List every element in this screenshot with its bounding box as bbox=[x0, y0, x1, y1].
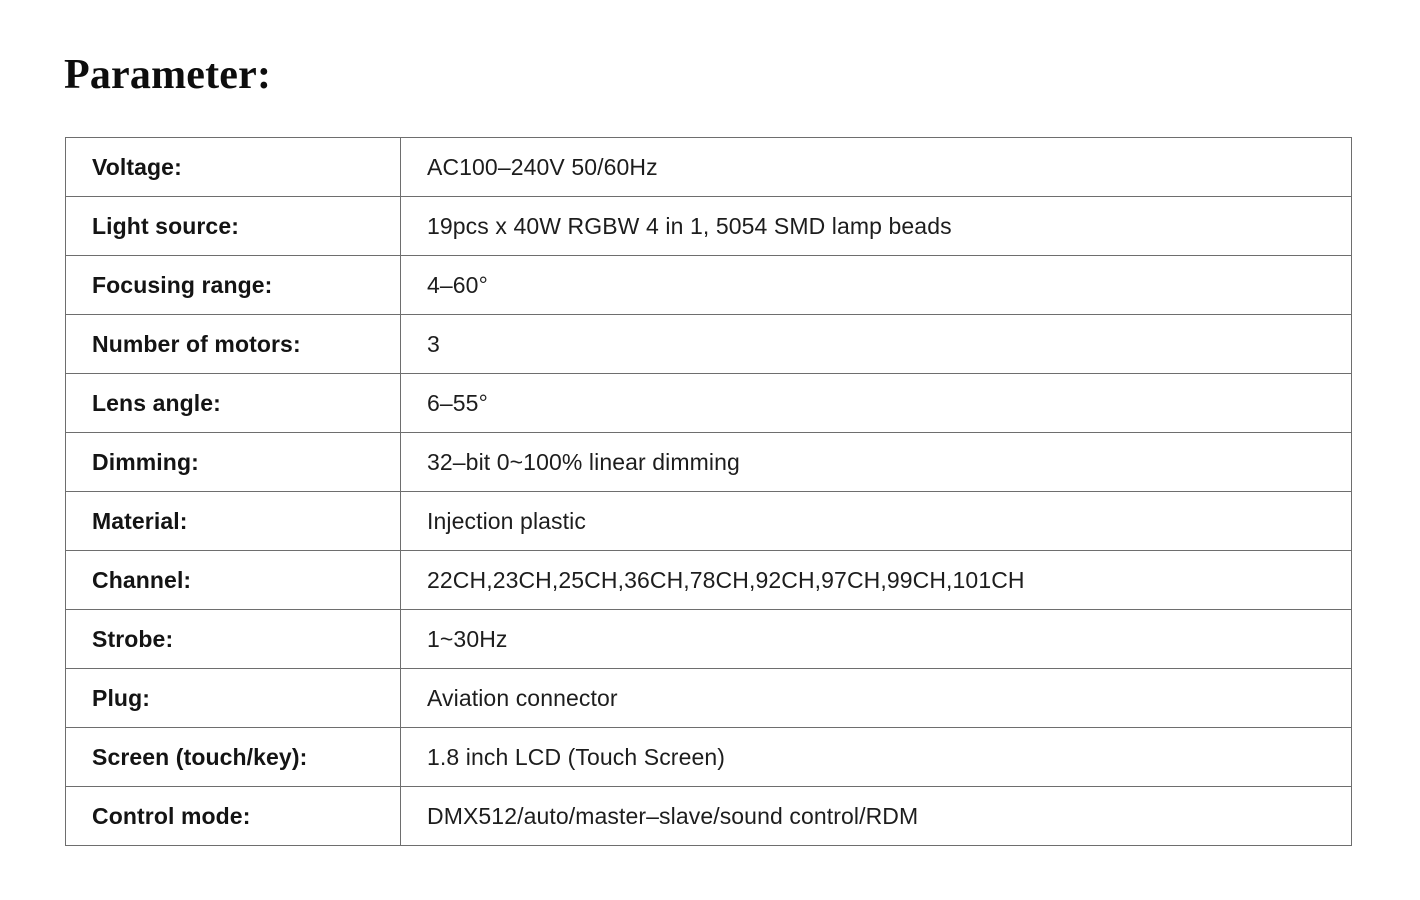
table-row: Focusing range:4–60° bbox=[65, 255, 1352, 315]
parameter-value-cell: 22CH,23CH,25CH,36CH,78CH,92CH,97CH,99CH,… bbox=[400, 550, 1352, 610]
table-row: Channel:22CH,23CH,25CH,36CH,78CH,92CH,97… bbox=[65, 550, 1352, 610]
parameter-label-cell: Channel: bbox=[65, 550, 401, 610]
parameter-label-cell: Lens angle: bbox=[65, 373, 401, 433]
table-row: Voltage:AC100–240V 50/60Hz bbox=[65, 137, 1352, 197]
parameter-label-cell: Material: bbox=[65, 491, 401, 551]
parameter-value-cell: 19pcs x 40W RGBW 4 in 1, 5054 SMD lamp b… bbox=[400, 196, 1352, 256]
parameter-value-cell: 6–55° bbox=[400, 373, 1352, 433]
parameter-value-cell: Injection plastic bbox=[400, 491, 1352, 551]
table-row: Light source:19pcs x 40W RGBW 4 in 1, 50… bbox=[65, 196, 1352, 256]
parameter-label-cell: Strobe: bbox=[65, 609, 401, 669]
parameter-value-cell: DMX512/auto/master–slave/sound control/R… bbox=[400, 786, 1352, 846]
parameter-label-cell: Light source: bbox=[65, 196, 401, 256]
table-row: Plug:Aviation connector bbox=[65, 668, 1352, 728]
parameter-value-cell: 1~30Hz bbox=[400, 609, 1352, 669]
parameter-label-cell: Number of motors: bbox=[65, 314, 401, 374]
parameter-label-cell: Voltage: bbox=[65, 137, 401, 197]
parameter-value-cell: 1.8 inch LCD (Touch Screen) bbox=[400, 727, 1352, 787]
table-row: Screen (touch/key):1.8 inch LCD (Touch S… bbox=[65, 727, 1352, 787]
parameter-value-cell: 3 bbox=[400, 314, 1352, 374]
parameter-label-cell: Dimming: bbox=[65, 432, 401, 492]
table-row: Control mode:DMX512/auto/master–slave/so… bbox=[65, 786, 1352, 846]
table-row: Strobe:1~30Hz bbox=[65, 609, 1352, 669]
parameter-label-cell: Screen (touch/key): bbox=[65, 727, 401, 787]
page-title: Parameter: bbox=[64, 52, 272, 99]
table-row: Lens angle:6–55° bbox=[65, 373, 1352, 433]
table-row: Material:Injection plastic bbox=[65, 491, 1352, 551]
parameter-value-cell: Aviation connector bbox=[400, 668, 1352, 728]
table-row: Dimming:32–bit 0~100% linear dimming bbox=[65, 432, 1352, 492]
parameter-value-cell: 4–60° bbox=[400, 255, 1352, 315]
table-row: Number of motors:3 bbox=[65, 314, 1352, 374]
parameter-label-cell: Focusing range: bbox=[65, 255, 401, 315]
parameter-value-cell: AC100–240V 50/60Hz bbox=[400, 137, 1352, 197]
parameter-label-cell: Plug: bbox=[65, 668, 401, 728]
parameter-label-cell: Control mode: bbox=[65, 786, 401, 846]
parameter-value-cell: 32–bit 0~100% linear dimming bbox=[400, 432, 1352, 492]
